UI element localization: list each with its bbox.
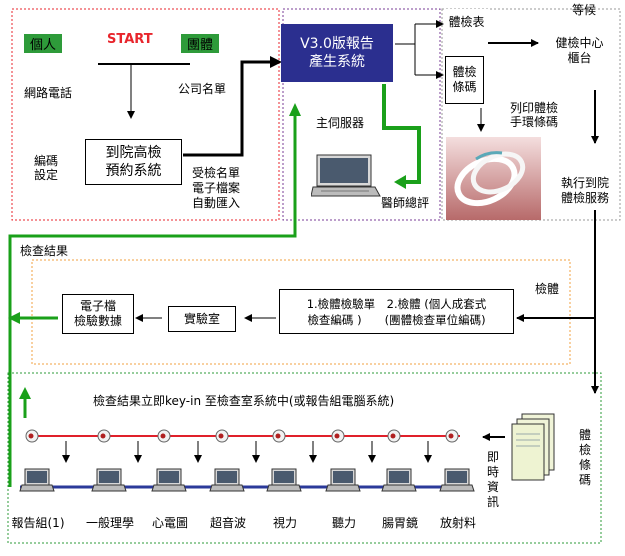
station-camera-lens (28, 433, 34, 439)
station-laptop-icon (439, 468, 475, 492)
exam-results-label: 檢查結果 (20, 244, 69, 258)
host-server-label: 主伺服器 (316, 116, 365, 130)
health-center-node: 健檢中心 櫃台 (541, 28, 618, 74)
station-camera-lens (390, 433, 396, 439)
station-camera-lens (334, 433, 340, 439)
station-label: 放射料 (439, 516, 476, 530)
station-label: 報告組(1) (11, 516, 65, 530)
e-data-node: 電子檔 檢驗數據 (62, 294, 134, 334)
arrival-booking-node: 到院高檢 預約系統 (85, 139, 182, 185)
station-label: 聽力 (331, 516, 356, 530)
laptop-icon (311, 154, 381, 197)
bus-drops (25, 429, 459, 463)
station-laptop-icon (325, 468, 361, 492)
waiting-label: 等候 (572, 3, 597, 17)
start-label: START (107, 32, 153, 47)
station-laptop-icon (91, 468, 127, 492)
personal-tag: 個人 (24, 34, 62, 53)
lab-region (31, 259, 571, 365)
station-label: 一般理學 (85, 516, 134, 530)
reception-region (441, 8, 621, 221)
instant-keyin-label: 檢查結果立即key-in 至檢查室系統中(或報告組電腦系統) (93, 394, 395, 408)
station-laptops (19, 468, 475, 492)
realtime-info-label: 即時資訊 (486, 450, 499, 509)
exam-form-node: 體檢表 (445, 9, 488, 36)
station-laptop-icon (209, 468, 245, 492)
station-camera-lens (448, 433, 454, 439)
booking-region (11, 8, 280, 221)
exam-list-import-label: 受檢名單 電子檔案 自動匯入 (192, 166, 241, 210)
station-label: 視力 (272, 516, 297, 530)
network-phone-label: 網路電話 (24, 86, 73, 100)
station-camera-lens (218, 433, 224, 439)
document-stack-icon (511, 413, 555, 481)
station-camera-lens (275, 433, 281, 439)
station-laptop-icon (266, 468, 302, 492)
station-laptop-icon (381, 468, 417, 492)
doctor-review-label: 醫師總評 (381, 196, 430, 210)
exam-barcode-node: 體檢 條碼 (445, 56, 484, 104)
print-barcode-label: 列印體檢 手環條碼 (510, 101, 559, 129)
station-camera-lens (100, 433, 106, 439)
station-laptop-icon (151, 468, 187, 492)
exam-barcode-vertical-label: 體檢條碼 (578, 428, 591, 487)
wristband-image (446, 137, 541, 220)
station-laptop-icon (19, 468, 55, 492)
station-label: 腸胃鏡 (381, 516, 418, 530)
coding-setting-label: 編碼 設定 (34, 154, 59, 182)
onsite-service-node: 執行到院 體檢服務 (557, 173, 613, 209)
group-tag: 團體 (181, 34, 219, 53)
station-camera-lens (160, 433, 166, 439)
station-label: 超音波 (209, 516, 246, 530)
company-list-label: 公司名單 (178, 82, 227, 96)
report-system-node: V3.0版報告 產生系統 (281, 24, 393, 82)
specimen-label: 檢體 (535, 282, 560, 296)
exam-item-coding-node: 1.檢體檢驗單 2.檢體 (個人成套式 檢查編碼 ) (團體檢查單位編碼) (279, 289, 514, 334)
stations-region (7, 372, 602, 544)
lab-node: 實驗室 (168, 306, 236, 332)
station-label: 心電圖 (151, 516, 188, 530)
